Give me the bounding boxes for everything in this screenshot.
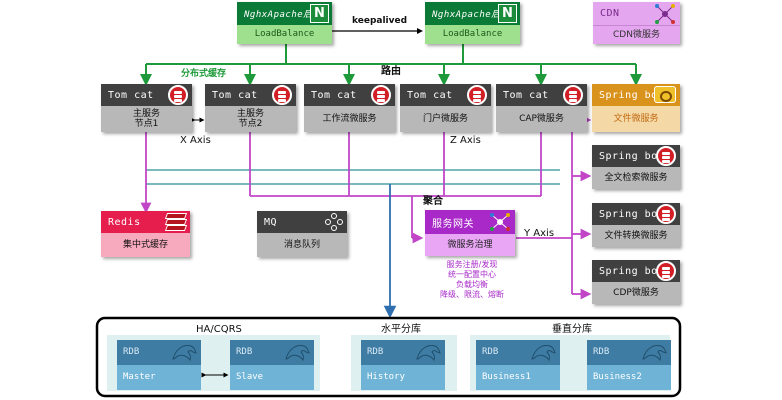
redis-db-icon bbox=[656, 261, 676, 281]
springboot-service-name: 全文检索微服务 bbox=[592, 167, 680, 189]
rdb-label: Business2 bbox=[587, 365, 671, 390]
springboot-service-name: 文件转换微服务 bbox=[592, 225, 680, 247]
rdb-master[interactable]: RDB Master bbox=[117, 340, 201, 390]
y-axis-label: Y Axis bbox=[524, 228, 555, 239]
cdn-body: CDN微服务 bbox=[593, 25, 680, 44]
lb-body: LoadBalance bbox=[425, 25, 520, 44]
rdb-history[interactable]: RDB History bbox=[361, 340, 445, 390]
tomcat-service-name: 主服务 bbox=[236, 108, 264, 119]
tomcat-portal[interactable]: Tom cat 门户微服务 bbox=[400, 84, 491, 132]
mysql-dolphin-icon bbox=[642, 345, 667, 362]
tomcat-workflow[interactable]: Tom cat 工作流微服务 bbox=[304, 84, 395, 132]
redis-db-icon bbox=[272, 85, 292, 105]
redis-db-icon bbox=[371, 85, 391, 105]
lb-body: LoadBalance bbox=[237, 25, 332, 44]
mysql-dolphin-icon bbox=[531, 345, 556, 362]
feature-item: 服务注册/发现 bbox=[446, 260, 498, 269]
redis-db-icon bbox=[656, 204, 676, 224]
springboot-service-name: CDP微服务 bbox=[592, 282, 680, 304]
mq-node[interactable]: MQ 消息队列 bbox=[257, 211, 347, 257]
redis-db-icon bbox=[563, 85, 583, 105]
rdb-label: Master bbox=[117, 365, 201, 390]
tomcat-service-name: 门户微服务 bbox=[400, 106, 491, 132]
tomcat-service-name: 工作流微服务 bbox=[304, 106, 395, 132]
mysql-dolphin-icon bbox=[172, 345, 197, 362]
redis-db-icon bbox=[168, 85, 188, 105]
ha-cqrs-title: HA/CQRS bbox=[196, 324, 242, 335]
cluster-icon bbox=[325, 213, 343, 231]
mysql-dolphin-icon bbox=[416, 345, 441, 362]
tomcat-node-label: 节点1 bbox=[134, 119, 159, 129]
aggregate-bus bbox=[146, 169, 560, 185]
mysql-dolphin-icon bbox=[285, 345, 310, 362]
rdb-label: History bbox=[361, 365, 445, 390]
routing-lines bbox=[140, 44, 642, 86]
aggregate-label: 聚合 bbox=[423, 196, 443, 207]
x-axis-label: X Axis bbox=[180, 135, 211, 146]
rdb-header: RDB bbox=[587, 340, 671, 365]
load-balancer-2[interactable]: NghxApache后 N LoadBalance bbox=[425, 2, 520, 44]
redis-db-icon bbox=[656, 146, 676, 166]
redis-db-icon bbox=[467, 85, 487, 105]
tomcat-main-node-1[interactable]: Tom cat 主服务 节点1 bbox=[101, 84, 192, 132]
routing-label: 路由 bbox=[381, 66, 401, 77]
service-lines bbox=[140, 114, 592, 300]
cdn-node[interactable]: CDN CDN微服务 bbox=[593, 2, 680, 44]
horizontal-sharding-title: 水平分库 bbox=[381, 324, 421, 335]
springboot-file-service[interactable]: Spring boot 文件微服务 bbox=[592, 84, 680, 132]
springboot-file-conversion[interactable]: Spring boot 文件转换微服务 bbox=[592, 203, 680, 247]
rdb-business1[interactable]: RDB Business1 bbox=[476, 340, 560, 390]
nginx-n-icon: N bbox=[498, 4, 517, 23]
service-gateway[interactable]: 服务网关 微服务治理 bbox=[425, 210, 515, 256]
lb-header: NghxApache后 bbox=[237, 2, 332, 25]
springboot-service-name: 文件微服务 bbox=[592, 106, 680, 132]
rdb-label: Business1 bbox=[476, 365, 560, 390]
rdb-header: RDB bbox=[476, 340, 560, 365]
tomcat-node-label: 节点2 bbox=[238, 119, 263, 129]
distributed-cache-label: 分布式缓存 bbox=[181, 69, 227, 79]
tomcat-service-name: CAP微服务 bbox=[496, 106, 587, 132]
lb-header: NghxApache后 bbox=[425, 2, 520, 25]
springboot-cdp[interactable]: Spring boot CDP微服务 bbox=[592, 260, 680, 304]
network-icon bbox=[655, 4, 675, 24]
feature-item: 统一配置中心 bbox=[448, 270, 496, 279]
load-balancer-1[interactable]: NghxApache后 N LoadBalance bbox=[237, 2, 332, 44]
tomcat-main-node-2[interactable]: Tom cat 主服务 节点2 bbox=[205, 84, 296, 132]
z-axis-label: Z Axis bbox=[450, 135, 481, 146]
springboot-fulltext-search[interactable]: Spring boot 全文检索微服务 bbox=[592, 145, 680, 189]
network-icon bbox=[490, 213, 510, 231]
gateway-feature-list: 服务注册/发现 统一配置中心 负载均衡 降级、限流、熔断 bbox=[425, 260, 519, 300]
feature-item: 降级、限流、熔断 bbox=[440, 290, 504, 299]
rdb-header: RDB bbox=[361, 340, 445, 365]
feature-item: 负载均衡 bbox=[456, 280, 488, 289]
redis-body: 集中式缓存 bbox=[101, 233, 190, 257]
rdb-header: RDB bbox=[230, 340, 314, 365]
mq-header: MQ bbox=[257, 211, 347, 233]
keepalived-label: keepalived bbox=[352, 16, 408, 26]
redis-cache-node[interactable]: Redis 集中式缓存 bbox=[101, 211, 190, 257]
mq-body: 消息队列 bbox=[257, 233, 347, 257]
rdb-header: RDB bbox=[117, 340, 201, 365]
tomcat-service-name: 主服务 bbox=[132, 108, 160, 119]
rdb-label: Slave bbox=[230, 365, 314, 390]
gateway-body: 微服务治理 bbox=[425, 234, 515, 256]
tomcat-cap[interactable]: Tom cat CAP微服务 bbox=[496, 84, 587, 132]
rdb-slave[interactable]: RDB Slave bbox=[230, 340, 314, 390]
redis-stack-icon bbox=[162, 212, 188, 232]
rdb-business2[interactable]: RDB Business2 bbox=[587, 340, 671, 390]
nginx-n-icon: N bbox=[310, 4, 329, 23]
vertical-sharding-title: 垂直分库 bbox=[552, 324, 592, 335]
hard-drive-icon bbox=[654, 86, 676, 103]
